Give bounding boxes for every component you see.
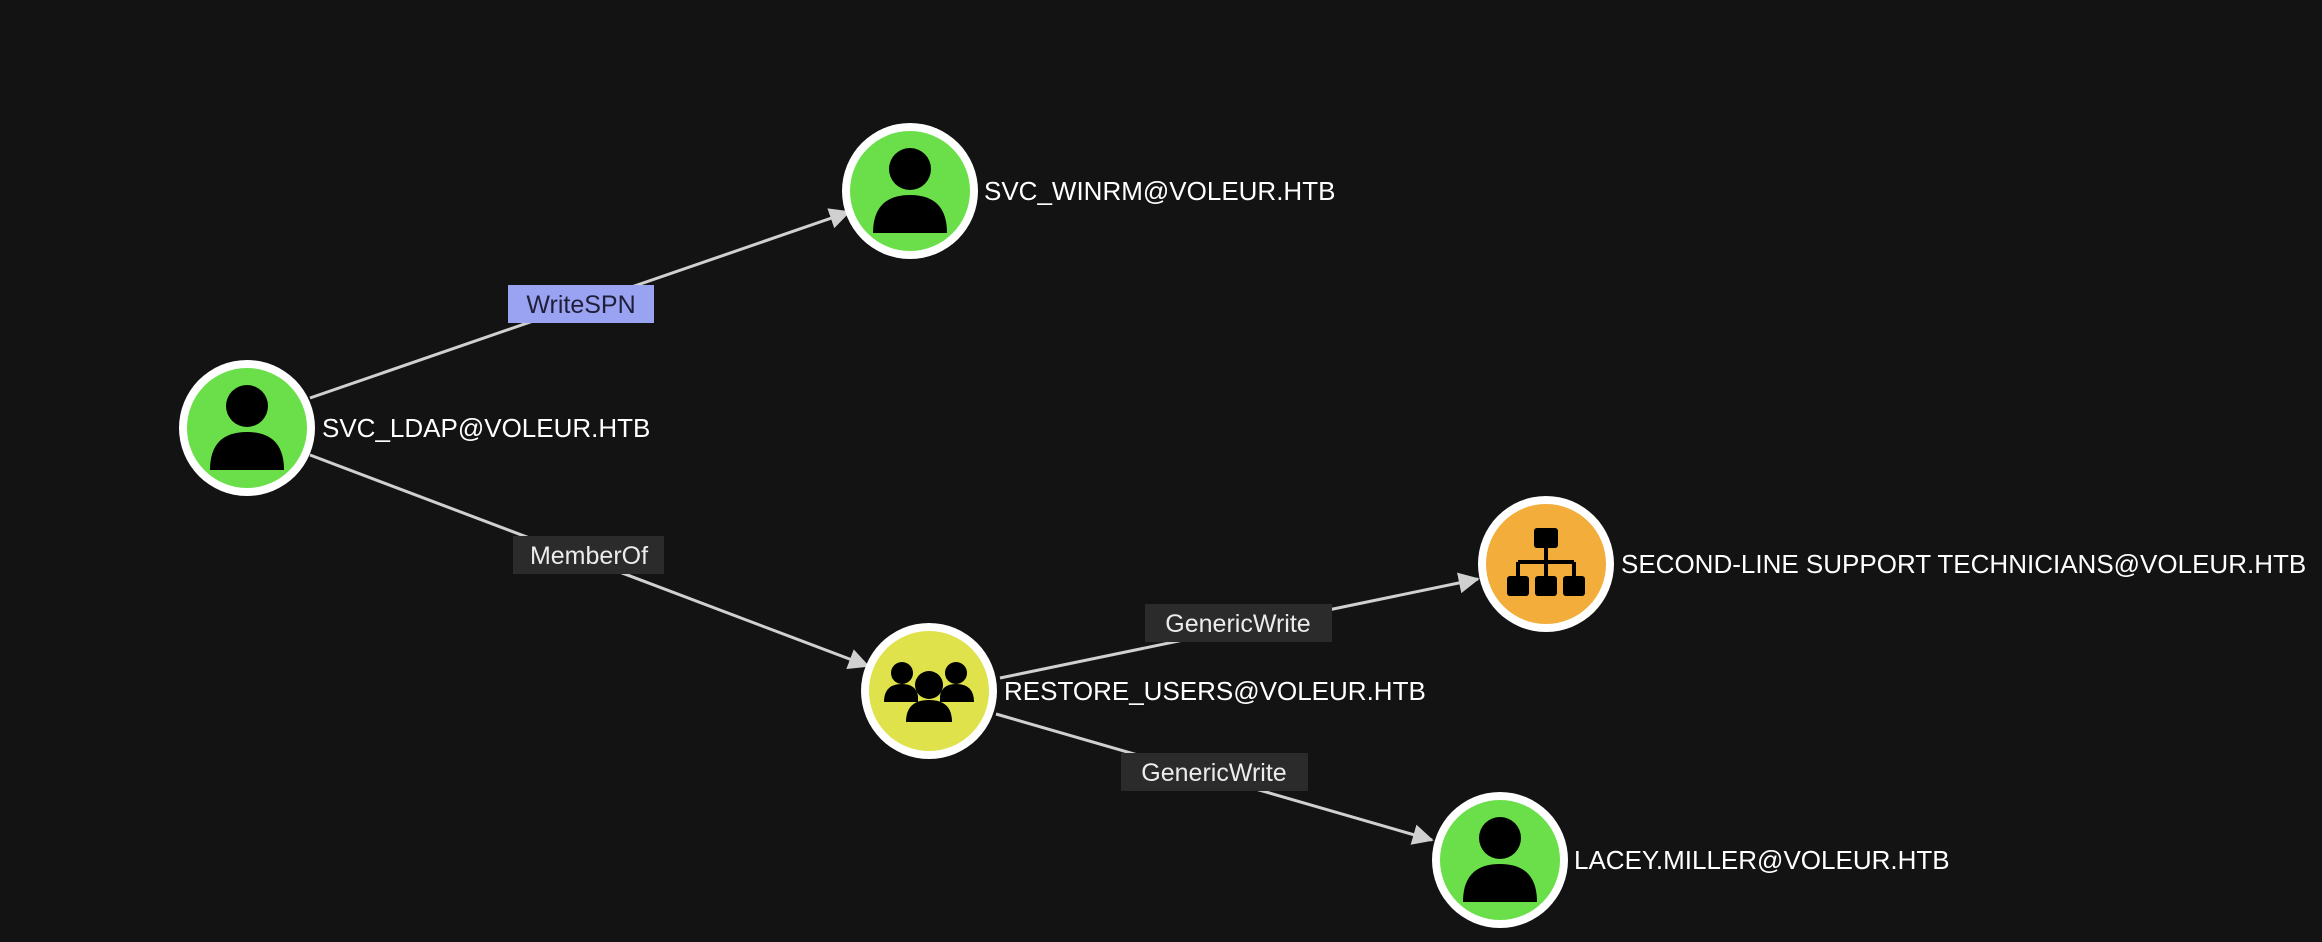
node-label: SVC_LDAP@VOLEUR.HTB (322, 413, 650, 443)
org-chart-icon (1507, 528, 1585, 596)
edge-label-bg (1145, 604, 1332, 642)
edge-label-writespn[interactable]: WriteSPN (508, 285, 654, 323)
edge-genericwrite-ou[interactable]: GenericWrite (999, 572, 1480, 680)
edge-label-bg (1121, 753, 1308, 791)
group-icon (884, 662, 974, 722)
node-label: RESTORE_USERS@VOLEUR.HTB (1004, 676, 1426, 706)
edge-memberof[interactable]: MemberOf (309, 453, 870, 670)
node-lacey-miller[interactable]: LACEY.MILLER@VOLEUR.HTB (1432, 792, 1950, 928)
node-label: SVC_WINRM@VOLEUR.HTB (984, 176, 1335, 206)
edge-label-genericwrite-ou[interactable]: GenericWrite (1145, 604, 1332, 642)
edge-label-memberof[interactable]: MemberOf (513, 536, 664, 574)
edge-writespn[interactable]: WriteSPN (309, 208, 851, 400)
edge-label-genericwrite-user[interactable]: GenericWrite (1121, 753, 1308, 791)
node-second-line-support[interactable]: SECOND-LINE SUPPORT TECHNICIANS@VOLEUR.H… (1478, 496, 2306, 632)
node-label: SECOND-LINE SUPPORT TECHNICIANS@VOLEUR.H… (1621, 549, 2306, 579)
user-icon (210, 385, 284, 470)
edge-label-text: GenericWrite (1141, 759, 1286, 787)
edge-label-text: WriteSPN (526, 291, 635, 319)
node-svc-winrm[interactable]: SVC_WINRM@VOLEUR.HTB (842, 123, 1335, 259)
user-icon (873, 148, 947, 233)
edge-genericwrite-user[interactable]: GenericWrite (995, 712, 1434, 845)
edge-label-bg (508, 285, 654, 323)
user-icon (1463, 817, 1537, 902)
edge-label-text: MemberOf (530, 542, 648, 570)
edge-label-text: GenericWrite (1165, 610, 1310, 638)
node-label: LACEY.MILLER@VOLEUR.HTB (1574, 845, 1950, 875)
node-svc-ldap[interactable]: SVC_LDAP@VOLEUR.HTB (179, 360, 650, 496)
edge-label-bg (513, 536, 664, 574)
node-restore-users[interactable]: RESTORE_USERS@VOLEUR.HTB (861, 623, 1426, 759)
